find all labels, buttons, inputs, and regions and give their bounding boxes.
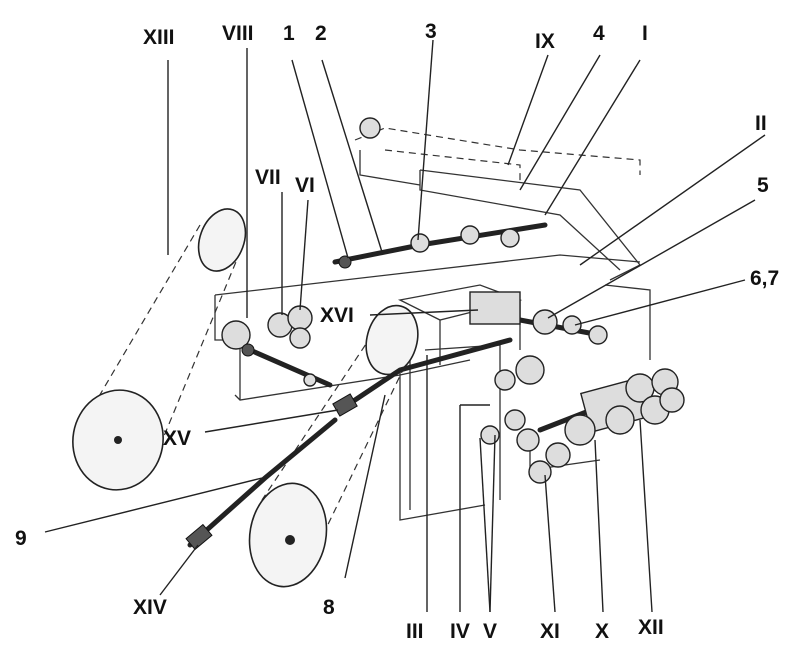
label-viii: VIII <box>222 22 254 45</box>
item-1 <box>338 255 352 269</box>
leader-8 <box>344 394 386 579</box>
leader-5 <box>547 199 756 319</box>
leader-x <box>594 439 604 613</box>
label-1: 1 <box>283 22 295 45</box>
drive-shaft-8 <box>337 337 513 413</box>
leader-4 <box>519 54 601 191</box>
top-pulley <box>359 117 381 139</box>
disc-hub <box>285 535 295 545</box>
label-6-7: 6,7 <box>750 267 779 290</box>
leader-6-7 <box>574 279 746 326</box>
upper-pulley <box>197 208 247 272</box>
label-xi: XI <box>540 620 560 643</box>
gear-viii <box>221 320 251 350</box>
gear-iii-2 <box>494 369 516 391</box>
gear-x <box>564 414 596 446</box>
gear-xi-2 <box>545 442 571 468</box>
leader-1 <box>291 59 349 259</box>
gear-iii <box>515 355 545 385</box>
label-iii: III <box>406 620 424 643</box>
drive-shaft-9 <box>187 417 338 548</box>
label-iv: IV <box>450 620 470 643</box>
bearing <box>241 343 255 357</box>
labels: XIII VIII 1 2 3 IX 4 I II VII VI 5 6,7 X… <box>15 20 779 643</box>
item-3 <box>410 233 430 253</box>
leader-xi <box>544 474 556 613</box>
gear-iv <box>504 409 526 431</box>
collar <box>303 373 317 387</box>
gear-xii-4 <box>659 387 685 413</box>
label-xv: XV <box>163 427 191 450</box>
label-ii: II <box>755 112 767 135</box>
leader-xiv <box>159 544 199 596</box>
leader-9 <box>44 477 263 533</box>
leader-v <box>489 434 496 613</box>
leader-iv <box>479 437 491 613</box>
pulley-hub <box>114 436 122 444</box>
gear-x-2 <box>605 405 635 435</box>
label-xvi: XVI <box>320 304 354 327</box>
label-vi: VI <box>295 174 315 197</box>
leader-ix <box>507 54 549 166</box>
cross-shaft <box>247 347 333 388</box>
label-v: V <box>483 620 497 643</box>
leader-vi <box>299 199 309 311</box>
upper-disc <box>365 304 419 376</box>
lower-disc <box>248 482 328 588</box>
label-x: X <box>595 620 609 643</box>
leader-xv <box>204 409 339 433</box>
label-xiii: XIII <box>143 26 175 49</box>
housing-xvi <box>469 291 521 325</box>
belt-drive-lower <box>248 304 419 588</box>
leader-i <box>544 59 641 216</box>
label-xiv: XIV <box>133 596 167 619</box>
gear-iv-2 <box>480 425 500 445</box>
components <box>185 117 685 551</box>
label-4: 4 <box>593 22 605 45</box>
label-8: 8 <box>323 596 335 619</box>
label-2: 2 <box>315 22 327 45</box>
gear-6-7 <box>562 315 582 335</box>
leader-ii <box>579 134 766 266</box>
label-9: 9 <box>15 527 27 550</box>
upper-gear-2 <box>500 228 520 248</box>
gear-5 <box>532 309 558 335</box>
joint-xv <box>332 393 358 417</box>
leader-xii <box>639 419 653 613</box>
joint-xiv <box>185 523 213 551</box>
leader-lines <box>44 39 766 613</box>
leader-3 <box>417 39 434 241</box>
label-ix: IX <box>535 30 555 53</box>
end-wheel <box>588 325 608 345</box>
leader-xvi <box>369 309 479 316</box>
gear-v <box>516 428 540 452</box>
gear-vi-2 <box>289 327 311 349</box>
label-vii: VII <box>255 166 281 189</box>
gear-xi <box>528 460 552 484</box>
leader-2 <box>321 59 383 253</box>
upper-gear <box>460 225 480 245</box>
label-3: 3 <box>425 20 437 43</box>
belt-drive-xiii <box>72 208 247 491</box>
label-i: I <box>642 22 648 45</box>
label-5: 5 <box>757 174 769 197</box>
label-xii: XII <box>638 616 664 639</box>
